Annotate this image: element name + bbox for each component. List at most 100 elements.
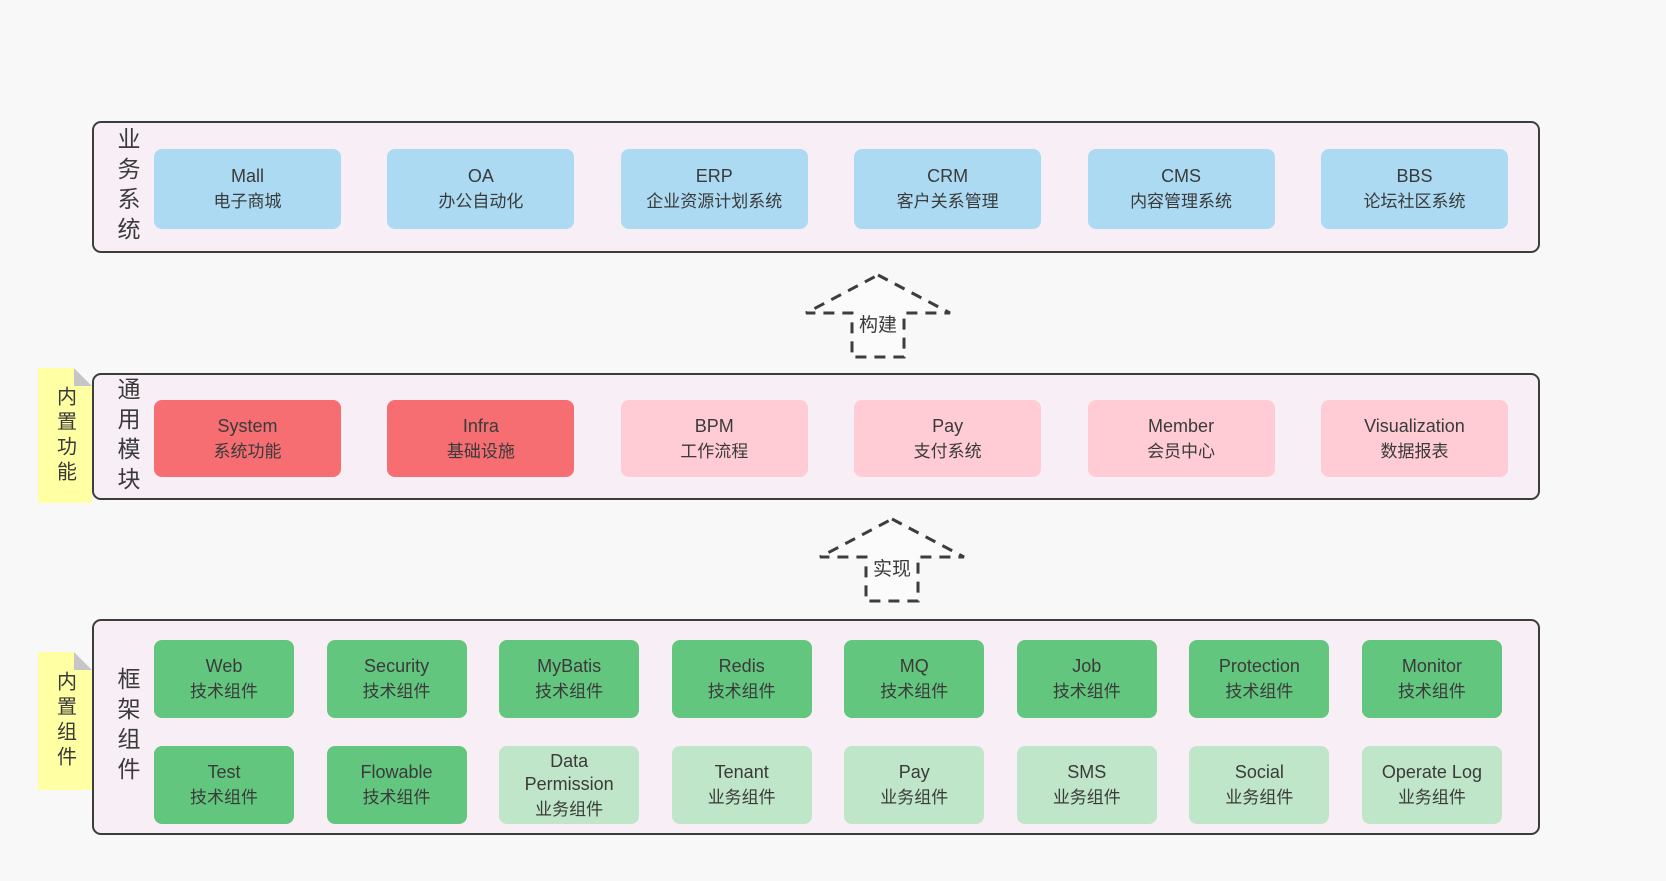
common-modules-row: System 系统功能 Infra 基础设施 BPM 工作流程 Pay 支付系统… [154,400,1508,477]
box-subtitle: 会员中心 [1147,441,1216,461]
box-title: Mall [230,166,264,186]
box-subtitle: 技术组件 [1052,682,1121,701]
box-system: System 系统功能 [154,400,341,477]
box-flowable: Flowable 技术组件 [326,746,467,824]
box-subtitle: 技术组件 [1397,682,1466,701]
box-subtitle: 基础设施 [446,441,515,461]
box-title: Data Permission [524,750,614,794]
box-subtitle: 技术组件 [362,682,431,701]
box-subtitle: 企业资源计划系统 [646,192,783,211]
box-subtitle: 技术组件 [362,788,431,807]
box-subtitle: 内容管理系统 [1130,192,1233,211]
sticky-label: 内置组件 [53,671,76,771]
box-subtitle: 数据报表 [1380,441,1449,461]
box-subtitle: 技术组件 [190,788,258,807]
up-arrow-implement-icon: 实现 [819,517,965,603]
band-common-modules: 通用模块 System 系统功能 Infra 基础设施 BPM 工作流程 Pay… [92,373,1540,500]
box-mall: Mall 电子商城 [154,149,341,229]
box-title: SMS [1067,762,1107,782]
box-title: Visualization [1364,415,1465,436]
box-protection: Protection 技术组件 [1189,640,1330,718]
box-subtitle: 技术组件 [880,682,949,701]
box-crm: CRM 客户关系管理 [854,149,1042,229]
box-subtitle: 论坛社区系统 [1363,192,1466,211]
up-arrow-build-icon: 构建 [805,273,951,359]
box-job: Job 技术组件 [1016,640,1157,718]
box-subtitle: 客户关系管理 [896,192,999,211]
box-subtitle: 技术组件 [535,682,604,701]
band-framework-components: 框架组件 Web 技术组件 Security 技术组件 MyBatis 技术组件… [92,619,1540,835]
box-security: Security 技术组件 [326,640,467,718]
box-title: Flowable [360,762,433,782]
box-tenant: Tenant 业务组件 [671,746,812,824]
box-title: OA [467,166,494,186]
box-title: Security [364,656,430,676]
folded-corner-icon [74,368,92,386]
box-title: System [217,415,278,436]
box-social: Social 业务组件 [1189,746,1330,824]
box-operate-log: Operate Log 业务组件 [1361,746,1502,824]
framework-components-row-2: Test 技术组件 Flowable 技术组件 Data Permission … [154,746,1502,824]
arrow-implement-label: 实现 [873,558,911,580]
box-title: Infra [462,415,499,436]
box-subtitle: 支付系统 [913,441,982,461]
box-title: CRM [927,166,969,186]
band-business-systems: 业务系统 Mall 电子商城 OA 办公自动化 ERP 企业资源计划系统 CRM… [92,121,1540,253]
box-mybatis: MyBatis 技术组件 [499,640,640,718]
box-title: Monitor [1401,656,1462,676]
sticky-note-builtin-components: 内置组件 [38,652,92,790]
box-cms: CMS 内容管理系统 [1087,149,1275,229]
box-title: BPM [694,415,734,436]
box-sms: SMS 业务组件 [1016,746,1157,824]
box-title: Social [1234,762,1284,782]
band-label-common-modules: 通用模块 [114,376,140,497]
band-label-business-systems: 业务系统 [114,127,140,247]
folded-corner-icon [74,652,92,670]
box-title: Pay [932,415,964,436]
box-subtitle: 业务组件 [707,788,776,807]
box-title: MyBatis [537,656,602,676]
box-pay-component: Pay 业务组件 [844,746,985,824]
box-data-permission: Data Permission 业务组件 [499,746,640,824]
box-title: CMS [1161,166,1202,186]
box-bpm: BPM 工作流程 [620,400,808,477]
box-subtitle: 技术组件 [190,682,258,701]
box-subtitle: 技术组件 [1225,682,1294,701]
box-title: BBS [1396,166,1433,186]
box-subtitle: 业务组件 [535,799,604,819]
box-subtitle: 业务组件 [880,788,949,807]
box-title: Redis [718,656,765,676]
box-title: Operate Log [1381,762,1482,782]
box-monitor: Monitor 技术组件 [1361,640,1502,718]
box-title: Test [207,762,241,782]
box-title: ERP [695,166,733,186]
box-subtitle: 业务组件 [1225,788,1294,807]
box-title: Protection [1218,656,1300,676]
sticky-note-builtin-functions: 内置功能 [38,368,92,503]
box-title: Web [205,656,243,676]
box-subtitle: 技术组件 [707,682,776,701]
box-title: Job [1072,656,1102,676]
box-title: Tenant [714,762,769,782]
box-visualization: Visualization 数据报表 [1320,400,1508,477]
arrow-build-label: 构建 [859,314,897,336]
box-mq: MQ 技术组件 [844,640,985,718]
box-infra: Infra 基础设施 [387,400,575,477]
box-test: Test 技术组件 [154,746,294,824]
box-title: MQ [899,656,929,676]
box-subtitle: 办公自动化 [438,192,524,211]
framework-components-row-1: Web 技术组件 Security 技术组件 MyBatis 技术组件 Redi… [154,640,1502,718]
box-subtitle: 业务组件 [1052,788,1121,807]
box-web: Web 技术组件 [154,640,294,718]
box-bbs: BBS 论坛社区系统 [1320,149,1508,229]
business-systems-row: Mall 电子商城 OA 办公自动化 ERP 企业资源计划系统 CRM 客户关系… [154,149,1508,229]
box-subtitle: 系统功能 [213,441,282,461]
box-pay-module: Pay 支付系统 [854,400,1042,477]
sticky-label: 内置功能 [53,385,76,486]
box-erp: ERP 企业资源计划系统 [620,149,808,229]
band-label-framework-components: 框架组件 [114,667,140,787]
box-title: Pay [898,762,930,782]
box-redis: Redis 技术组件 [671,640,812,718]
box-subtitle: 业务组件 [1397,788,1466,807]
box-member: Member 会员中心 [1087,400,1275,477]
